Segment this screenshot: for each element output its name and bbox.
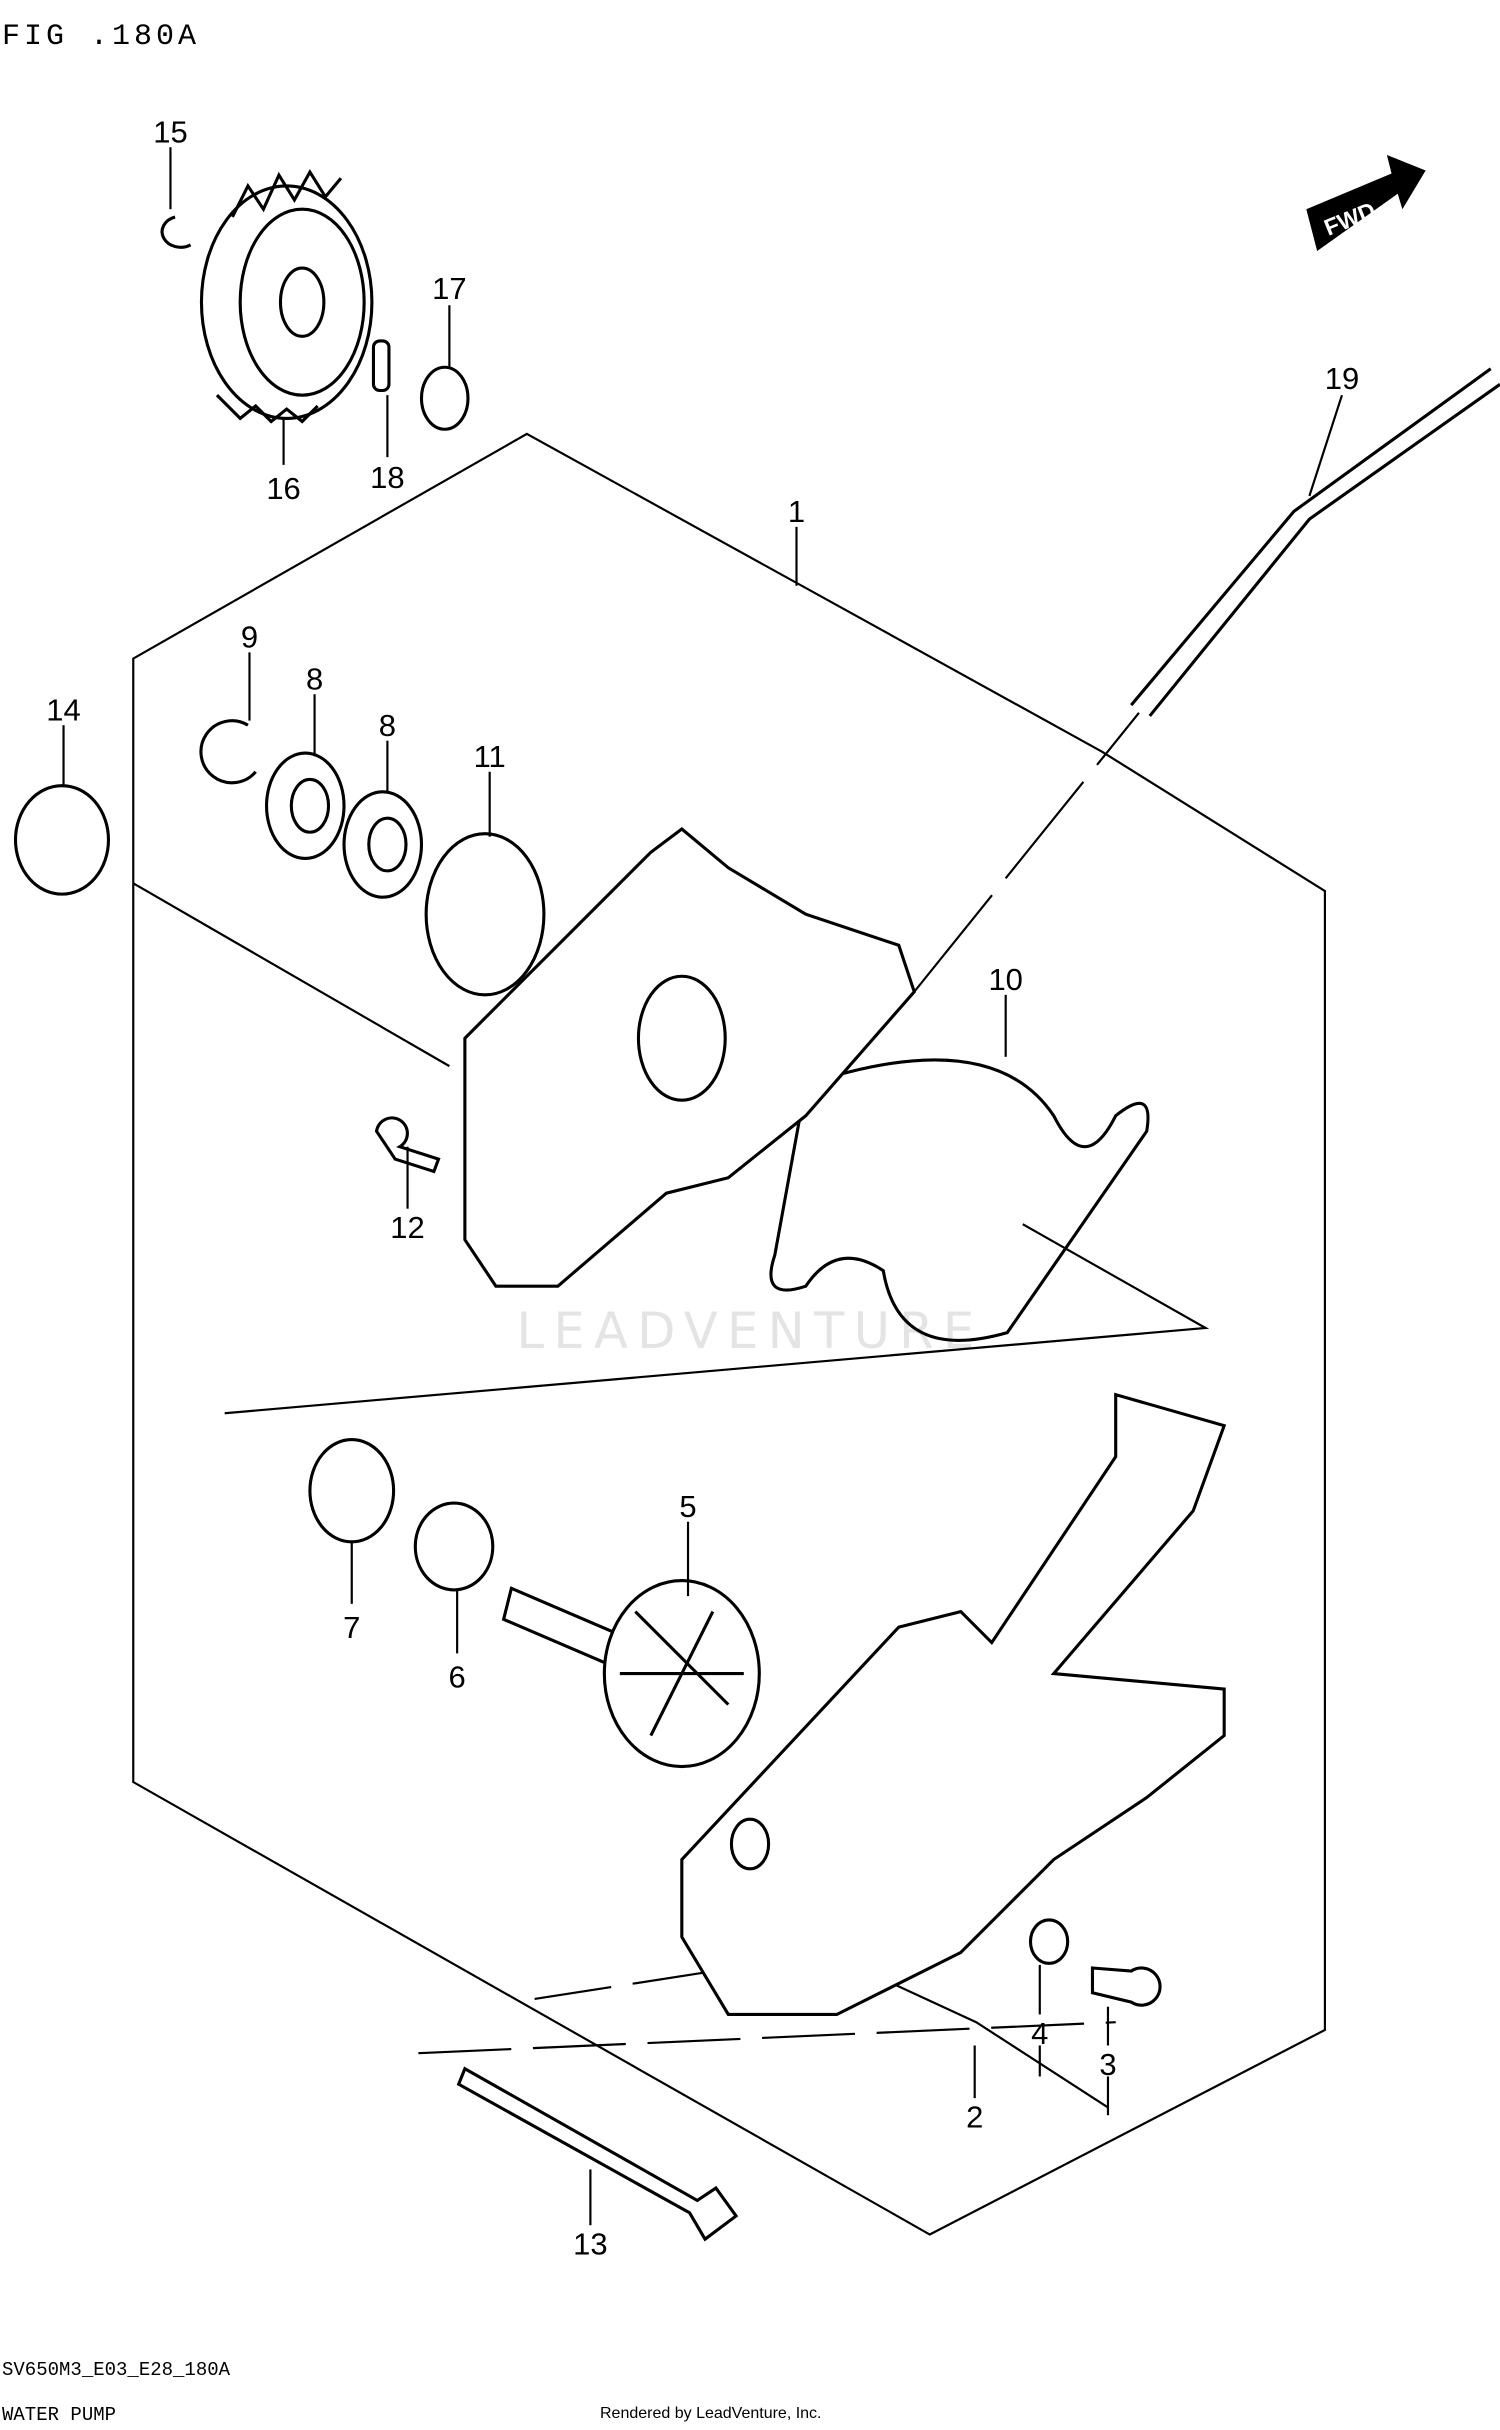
callout-16: 16 [266,471,300,506]
bolt-part [374,1116,441,1174]
callout-8: 8 [379,708,396,743]
oil-seal-part [308,1438,396,1544]
callout-11: 11 [474,739,506,774]
leader-line [224,1223,1210,1415]
callout-leaders [62,147,1343,2226]
callout-14: 14 [46,693,80,728]
e-clip-part [199,719,257,785]
callout-2: 2 [966,2100,983,2135]
model-code: SV650M3_E03_E28_180A [2,2359,231,2381]
figure-title: FIG .180A [2,20,200,54]
washer-part [1028,1918,1070,1965]
assembly-outline [132,432,1326,2236]
o-ring-part [424,832,546,997]
bolt-part [1090,1966,1162,2007]
callout-5: 5 [679,1489,696,1524]
callout-10: 10 [988,962,1022,997]
mechanical-seal-part [413,1501,495,1592]
callout-1: 1 [788,494,805,529]
fwd-badge: FWD [1306,154,1426,252]
o-ring-part [13,784,111,896]
callout-7: 7 [343,1610,360,1645]
washer-part [419,365,470,431]
callout-18: 18 [370,460,404,495]
leader-line [875,1974,1109,2109]
callout-12: 12 [390,1210,424,1245]
callout-13: 13 [573,2227,607,2262]
hose-part [1130,367,1500,717]
leader-line [418,2021,1116,2055]
callout-6: 6 [449,1660,466,1695]
callout-9: 9 [241,620,258,655]
callout-3: 3 [1099,2047,1116,2082]
pump-body-part [680,1392,1227,2017]
callout-4: 4 [1031,2016,1048,2051]
gasket-part [769,1058,1150,1342]
callout-15: 15 [153,115,187,150]
watermark: LEADVENTURE [516,1302,983,1360]
bearing-part [264,751,346,861]
long-bolt-part [456,2066,739,2242]
bearing-part [342,790,424,899]
callout-8: 8 [306,662,323,697]
leader-line [913,712,1140,993]
pump-drive-gear-part [199,168,374,424]
callout-17: 17 [432,271,466,306]
pin-part [371,339,391,393]
render-credit: Rendered by LeadVenture, Inc. [600,2405,822,2422]
section-name: WATER PUMP [2,2404,116,2426]
impeller-shaft-part [501,1579,761,1769]
callout-19: 19 [1325,361,1359,396]
circlip-part [160,215,192,249]
leader-line [132,882,450,1068]
pump-cover-part [463,827,917,1288]
